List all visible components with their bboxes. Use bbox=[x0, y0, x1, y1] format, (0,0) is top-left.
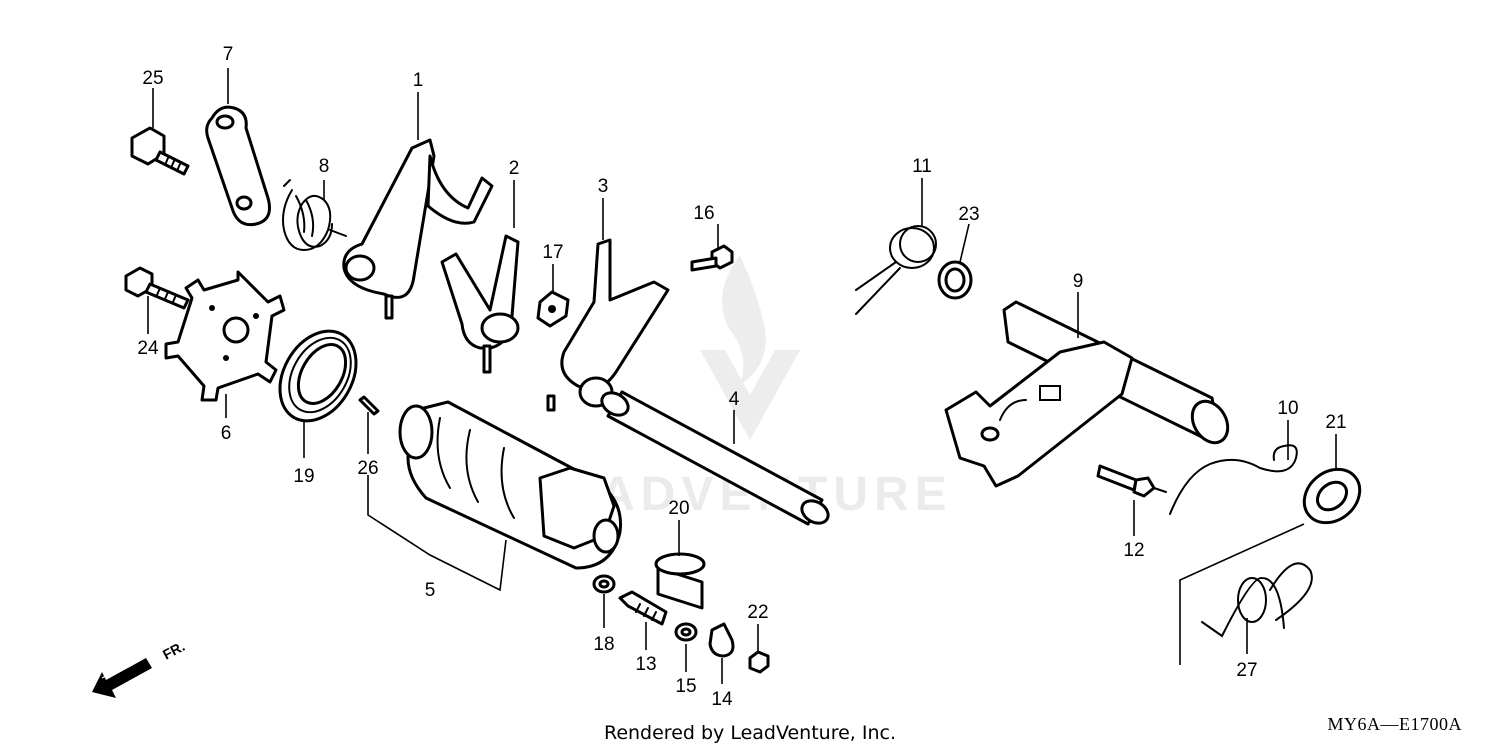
part-bolt-12 bbox=[1096, 464, 1167, 498]
part-spring-27 bbox=[1201, 562, 1313, 638]
part-spring-10 bbox=[1169, 444, 1298, 515]
part-clip-17 bbox=[536, 290, 570, 328]
part-bolt-13 bbox=[618, 590, 668, 626]
leader-lines bbox=[147, 68, 1337, 684]
part-fork-2 bbox=[440, 234, 520, 374]
part-circlip-23 bbox=[937, 260, 973, 300]
part-bolt-24 bbox=[124, 266, 190, 310]
part-fork-3 bbox=[546, 238, 670, 412]
part-spring-11 bbox=[855, 225, 937, 315]
callout-27: 27 bbox=[1236, 660, 1257, 681]
part-washer-15 bbox=[674, 622, 698, 642]
callout-14: 14 bbox=[711, 689, 733, 710]
callout-5: 5 bbox=[425, 580, 436, 601]
callout-8: 8 bbox=[319, 156, 330, 177]
callout-17: 17 bbox=[542, 242, 563, 263]
part-shaft-4 bbox=[600, 390, 830, 526]
callout-9: 9 bbox=[1073, 271, 1084, 292]
callout-7: 7 bbox=[223, 44, 234, 65]
callout-12: 12 bbox=[1123, 540, 1144, 561]
part-seal-21 bbox=[1302, 467, 1362, 525]
callout-19: 19 bbox=[293, 466, 314, 487]
part-collar-20 bbox=[654, 552, 706, 610]
callout-24: 24 bbox=[137, 338, 159, 359]
part-washer-18 bbox=[592, 574, 616, 594]
front-arrow-label: FR. bbox=[160, 638, 187, 663]
part-clip-14 bbox=[708, 622, 735, 658]
part-bolt-25 bbox=[130, 126, 190, 176]
part-drum-5 bbox=[398, 400, 623, 570]
part-bolt-16 bbox=[690, 244, 734, 272]
group-brackets bbox=[367, 475, 1305, 665]
callout-16: 16 bbox=[693, 203, 714, 224]
part-plate-6 bbox=[164, 270, 286, 402]
callout-1: 1 bbox=[413, 70, 424, 91]
callout-4: 4 bbox=[729, 389, 740, 410]
part-bearing-19 bbox=[278, 329, 358, 423]
callout-3: 3 bbox=[598, 176, 609, 197]
part-spring-8 bbox=[282, 179, 347, 252]
callout-numbers: 1 2 3 4 5 6 7 8 9 10 11 12 13 14 15 16 1… bbox=[137, 44, 1346, 710]
part-spindle-9 bbox=[944, 300, 1230, 488]
callout-15: 15 bbox=[675, 676, 696, 697]
callout-25: 25 bbox=[142, 68, 163, 89]
front-arrow-icon: FR. bbox=[92, 638, 187, 698]
diagram-code: MY6A—E1700A bbox=[1328, 714, 1463, 734]
part-lever-7 bbox=[205, 105, 271, 227]
callout-23: 23 bbox=[958, 204, 979, 225]
part-nut-22 bbox=[748, 650, 770, 674]
footer-credit: Rendered by LeadVenture, Inc. bbox=[604, 722, 896, 744]
callout-18: 18 bbox=[593, 634, 614, 655]
callout-2: 2 bbox=[509, 158, 520, 179]
callout-13: 13 bbox=[635, 654, 656, 675]
part-fork-1 bbox=[342, 138, 494, 320]
callout-21: 21 bbox=[1325, 412, 1346, 433]
callout-6: 6 bbox=[221, 423, 232, 444]
callout-20: 20 bbox=[668, 498, 689, 519]
part-pin-26 bbox=[358, 395, 380, 416]
callout-22: 22 bbox=[747, 602, 768, 623]
callout-10: 10 bbox=[1277, 398, 1298, 419]
callout-26: 26 bbox=[357, 458, 378, 479]
callout-11: 11 bbox=[912, 156, 932, 177]
